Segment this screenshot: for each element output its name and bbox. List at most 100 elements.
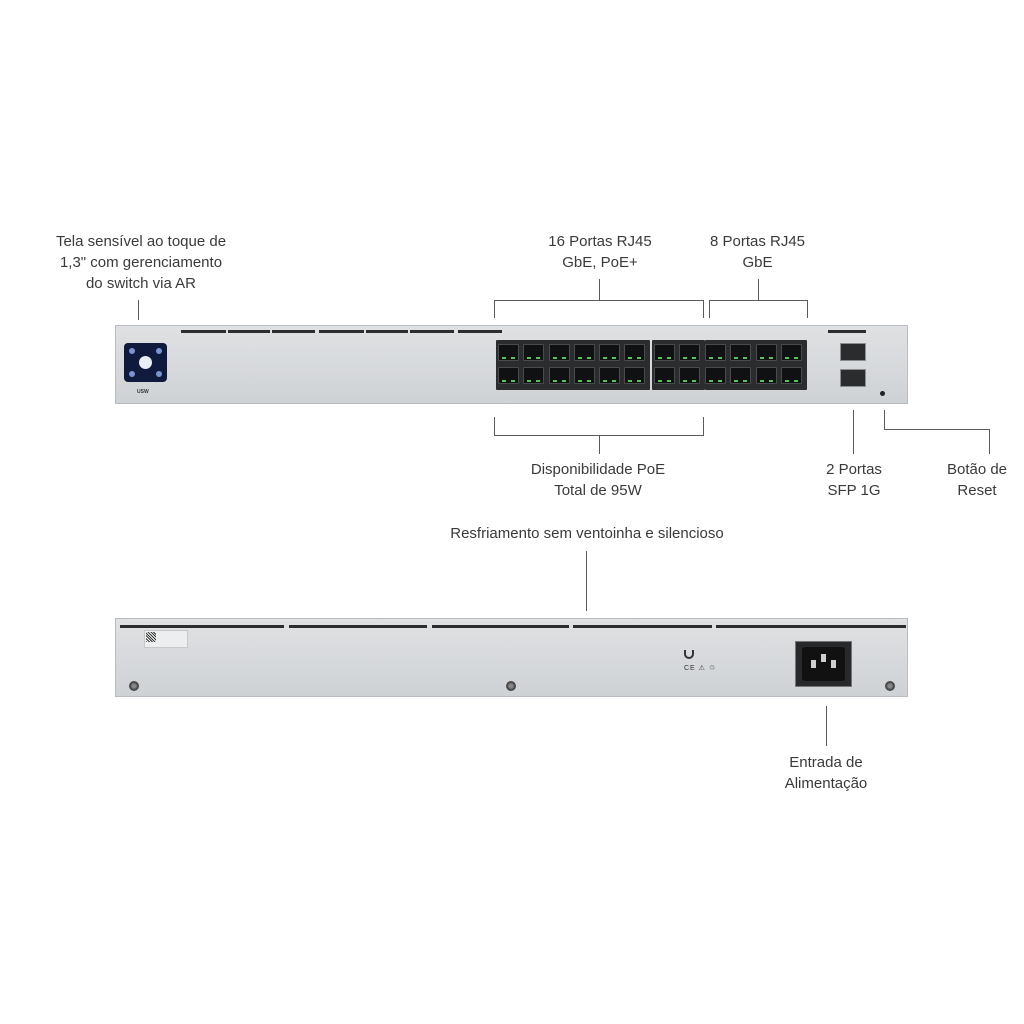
- port-led: [785, 357, 789, 359]
- port-led: [683, 380, 687, 382]
- certification-marks-icon: CE ⚠ ♲: [684, 665, 717, 672]
- touchscreen-callout: [138, 300, 139, 320]
- rj45-port[interactable]: [679, 344, 700, 361]
- rj45-port[interactable]: [679, 367, 700, 384]
- reset-callout-v1: [884, 410, 885, 430]
- reset-button[interactable]: [880, 391, 885, 396]
- power-pin-left: [811, 660, 816, 668]
- rj45-port[interactable]: [624, 367, 645, 384]
- back-vent-2: [289, 625, 427, 628]
- touchscreen-label: Tela sensível ao toque de 1,3" com geren…: [55, 233, 227, 292]
- touchscreen[interactable]: [124, 343, 167, 382]
- poe-budget-label: Disponibilidade PoE Total de 95W: [530, 461, 666, 499]
- brand-logo-icon: [684, 650, 694, 659]
- front-vent-5: [366, 330, 408, 333]
- port-led: [578, 357, 582, 359]
- port-led: [769, 357, 773, 359]
- rj45-port[interactable]: [549, 344, 570, 361]
- rj45-port[interactable]: [654, 367, 675, 384]
- port-led: [769, 380, 773, 382]
- rj45-port[interactable]: [498, 344, 519, 361]
- port-led: [760, 380, 764, 382]
- front-vent-3: [272, 330, 315, 333]
- front-vent-4: [319, 330, 364, 333]
- port-led: [743, 380, 747, 382]
- port-led: [502, 380, 506, 382]
- reset-button-label: Botão de Reset: [946, 461, 1008, 499]
- rj45-port[interactable]: [549, 367, 570, 384]
- screen-icon-br: [156, 371, 162, 377]
- poe-ports-label: 16 Portas RJ45 GbE, PoE+: [548, 233, 652, 271]
- port-led: [667, 357, 671, 359]
- port-led: [794, 380, 798, 382]
- ports16-bracket-stem: [599, 279, 600, 300]
- ports8-bracket-stem: [758, 279, 759, 300]
- port-led: [587, 380, 591, 382]
- rj45-port[interactable]: [756, 367, 777, 384]
- port-led: [527, 380, 531, 382]
- port-led: [734, 380, 738, 382]
- port-led: [562, 357, 566, 359]
- port-led: [511, 357, 515, 359]
- port-led: [658, 357, 662, 359]
- rj45-port[interactable]: [781, 344, 802, 361]
- rj45-port[interactable]: [574, 344, 595, 361]
- rj45-port[interactable]: [624, 344, 645, 361]
- rj45-port[interactable]: [654, 344, 675, 361]
- rj45-port[interactable]: [756, 344, 777, 361]
- power-inlet[interactable]: [802, 647, 845, 681]
- front-vent-7: [458, 330, 502, 333]
- screw-center: [506, 681, 516, 691]
- rj45-port[interactable]: [781, 367, 802, 384]
- port-led: [743, 357, 747, 359]
- port-led: [603, 380, 607, 382]
- poe-bracket-right: [703, 417, 704, 436]
- sfp-callout: [853, 410, 854, 454]
- port-led: [603, 357, 607, 359]
- rj45-port[interactable]: [523, 344, 544, 361]
- front-vent-8: [828, 330, 866, 333]
- port-led: [692, 357, 696, 359]
- fanless-callout: [586, 551, 587, 611]
- rj45-port[interactable]: [498, 367, 519, 384]
- port-led: [637, 357, 641, 359]
- sfp-port-2[interactable]: [840, 369, 866, 387]
- port-led: [692, 380, 696, 382]
- sfp-port-1[interactable]: [840, 343, 866, 361]
- port-led: [734, 357, 738, 359]
- port-led: [578, 380, 582, 382]
- port-led: [612, 357, 616, 359]
- port-led: [709, 380, 713, 382]
- front-vent-2: [228, 330, 270, 333]
- ports16-bracket-right: [703, 300, 704, 318]
- reset-callout-v2: [989, 429, 990, 454]
- port-led: [637, 380, 641, 382]
- port-led: [709, 357, 713, 359]
- rj45-port[interactable]: [523, 367, 544, 384]
- port-led: [667, 380, 671, 382]
- back-vent-1: [120, 625, 284, 628]
- screen-home-icon: [139, 356, 152, 369]
- ports8-bracket-left: [709, 300, 710, 318]
- ports16-bracket-bar: [494, 300, 704, 301]
- back-vent-5: [716, 625, 906, 628]
- rj45-port[interactable]: [730, 344, 751, 361]
- port-led: [511, 380, 515, 382]
- sfp-ports-label: 2 Portas SFP 1G: [826, 461, 882, 499]
- ports8-bracket-right: [807, 300, 808, 318]
- port-led: [760, 357, 764, 359]
- rj45-port[interactable]: [599, 367, 620, 384]
- reset-callout-h: [884, 429, 990, 430]
- rj45-port[interactable]: [705, 344, 726, 361]
- rj45-port[interactable]: [599, 344, 620, 361]
- rj45-port[interactable]: [705, 367, 726, 384]
- power-input-label: Entrada de Alimentação: [784, 754, 868, 792]
- port-led: [502, 357, 506, 359]
- rj45-port[interactable]: [574, 367, 595, 384]
- port-led: [587, 357, 591, 359]
- rj45-port[interactable]: [730, 367, 751, 384]
- port-led: [553, 357, 557, 359]
- port-led: [612, 380, 616, 382]
- back-vent-3: [432, 625, 569, 628]
- back-vent-4: [573, 625, 712, 628]
